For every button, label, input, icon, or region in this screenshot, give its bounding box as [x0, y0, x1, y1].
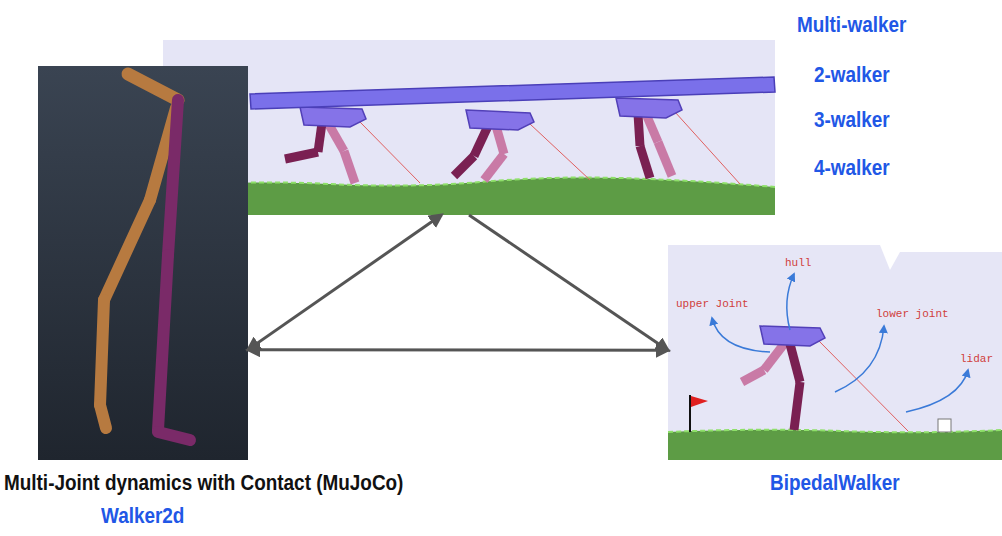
caption-label: BipedalWalker: [770, 470, 900, 496]
part-label: lower joint: [876, 308, 949, 321]
walker2d-render: [158, 255, 168, 430]
walker2d-render: [100, 300, 104, 405]
bipedalwalker-screenshot: [668, 430, 1002, 433]
caption-label: 4-walker: [814, 155, 890, 181]
bipedalwalker-screenshot: [689, 395, 691, 432]
walker-figure: [638, 114, 640, 146]
bipedalwalker-panel: BipedalWalker: [668, 245, 1002, 460]
walker2d-render: [100, 405, 106, 428]
multiwalker-screenshot: [163, 178, 775, 188]
connector-arrow: [248, 215, 441, 350]
caption-label: 2-walker: [814, 62, 890, 88]
walker-figure: [794, 382, 800, 430]
multiwalker-screenshot: [530, 124, 590, 180]
walker-figure: [344, 151, 355, 183]
annotation-arrow: [787, 274, 794, 330]
multiwalker-screenshot: [675, 112, 740, 184]
walker2d-render: [168, 100, 178, 255]
part-label: upper Joint: [676, 298, 749, 311]
walker-figure: [466, 110, 534, 130]
walker2d-panel: Multi-Joint dynamics with Contact (MuJoC…: [38, 66, 248, 460]
annotation-arrow: [906, 370, 968, 412]
multiwalker-screenshot: [163, 40, 775, 215]
walker-figure: [764, 344, 784, 370]
walker-figure: [742, 370, 764, 382]
walker2d-render: [38, 66, 248, 460]
multiwalker-screenshot: [360, 122, 420, 183]
walker2d-render: [100, 74, 190, 440]
bipedalwalker-screenshot: [938, 419, 951, 432]
caption-label: Walker2d: [101, 503, 184, 529]
bipedalwalker-screenshot: [880, 245, 1002, 270]
connector-arrow: [469, 215, 668, 350]
walker-figure: [300, 107, 366, 127]
multiwalker-screenshot: [163, 178, 775, 216]
annotation-arrow: [835, 326, 884, 392]
bipedalwalker-screenshot: [691, 396, 708, 407]
walker-figure: [616, 98, 682, 118]
walker-figure: [616, 98, 682, 178]
walker2d-render: [128, 74, 178, 100]
part-label: hull: [785, 257, 811, 270]
walker-figure: [474, 126, 488, 156]
walker-figure: [285, 107, 366, 183]
walker-figure: [640, 146, 650, 178]
part-label: lidar: [960, 353, 993, 366]
caption-label: 3-walker: [814, 107, 890, 133]
caption-label: Multi-walker: [797, 12, 906, 38]
walker-figure: [496, 126, 504, 154]
walker2d-render: [158, 432, 190, 440]
bipedalwalker-screenshot: [668, 245, 1002, 460]
walker-figure: [454, 156, 474, 176]
walker-figure: [742, 326, 825, 430]
walker-figure: [454, 110, 534, 180]
walker-figure: [484, 154, 504, 180]
multiwalker-screenshot: [163, 40, 775, 215]
bipedalwalker-screenshot: [818, 340, 908, 431]
multiwalker-panel: Multi-walker2-walker3-walker4-walker: [163, 40, 775, 215]
walker2d-render: [104, 200, 150, 300]
bipedalwalker-screenshot: [668, 245, 1002, 460]
annotation-arrow: [712, 318, 770, 352]
walker-figure: [760, 326, 825, 346]
walker-figure: [285, 152, 318, 159]
annotation-arrow: [712, 274, 968, 412]
walker-figure: [658, 142, 672, 176]
walker-figure: [318, 123, 322, 152]
caption-text: Multi-Joint dynamics with Contact (MuJoC…: [4, 470, 403, 496]
multiwalker-screenshot: [250, 77, 775, 109]
walker-figure: [790, 344, 800, 382]
bipedalwalker-screenshot: [668, 430, 1002, 460]
walker2d-render: [38, 66, 248, 460]
connector-arrow: [248, 348, 668, 352]
